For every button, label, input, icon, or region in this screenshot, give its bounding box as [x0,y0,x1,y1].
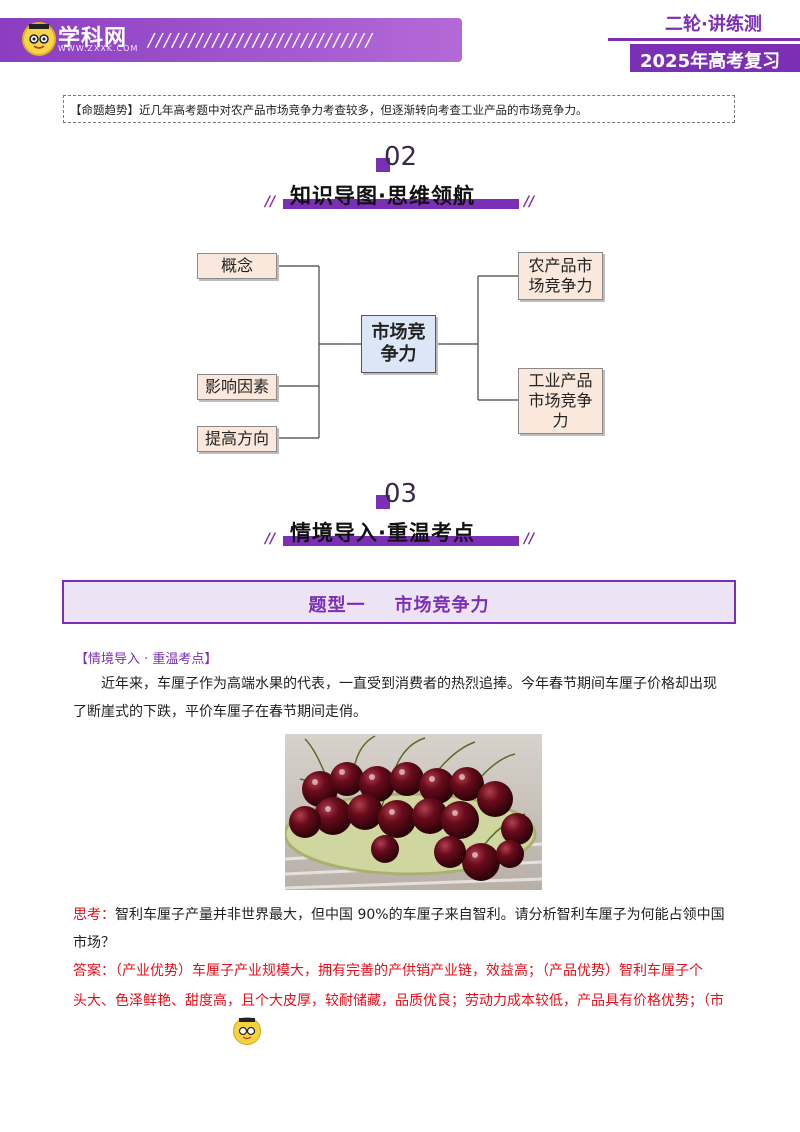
think-line-1: 思考：智利车厘子产量并非世界最大，但中国 90%的车厘子来自智利。请分析智利车厘… [73,901,725,929]
mindmap-center-line-2: 争力 [380,344,417,365]
mindmap-ind-line-3: 力 [552,411,569,430]
mindmap-agri-line-1: 农产品市 [528,256,593,275]
section-3-number: 03 [384,479,418,509]
question-type-banner [62,580,736,624]
mindmap-node-factors: 影响因素 [197,374,277,400]
mindmap-center-node: 市场竞 争力 [361,315,436,373]
scenario-line-1: 近年来，车厘子作为高端水果的代表，一直受到消费者的热烈追捧。今年春节期间车厘子价… [101,676,717,692]
section-3-title: 情境导入·重温考点 [290,521,475,545]
mindmap-center-line-1: 市场竞 [371,321,426,343]
mindmap-agri-line-2: 场竞争力 [528,276,593,295]
section-3-underline [283,536,519,546]
think-question: 智利车厘子产量并非世界最大，但中国 90%的车厘子来自智利。请分析智利车厘子为何… [115,907,725,923]
section-2-slash-left: // [265,194,276,210]
mindmap-node-concept: 概念 [197,253,277,279]
section-2-slash-right: // [524,194,535,210]
mindmap-ind-line-2: 市场竞争 [528,391,593,410]
logo-subtext: WWW.ZXXK.COM [58,44,139,53]
answer-line-1: 答案：（产业优势）车厘子产业规模大，拥有完善的产供销产业链，效益高；（产品优势）… [73,957,703,985]
section-2-title: 知识导图·思维领航 [290,184,475,208]
header-slashes: //////////////////////////// [148,30,374,51]
series-title: 二轮·讲练测 [665,14,762,35]
logo-mascot-icon [22,22,56,56]
mindmap-node-industrial: 工业产品 市场竞争 力 [518,368,603,434]
section-2-underline [283,199,519,209]
think-label: 思考： [73,907,115,923]
scenario-line-2: 了断崖式的下跌，平价车厘子在春节期间走俏。 [73,704,367,720]
section-2-marker [376,158,390,172]
mindmap-node-directions: 提高方向 [197,426,277,452]
mindmap-node-agricultural: 农产品市 场竞争力 [518,252,603,300]
section-3-slash-right: // [524,531,535,547]
trend-text: 【命题趋势】近几年高考题中对农产品市场竞争力考查较多，但逐渐转向考查工业产品的市… [70,102,588,118]
think-line-2: 市场？ [73,935,115,951]
logo-text: 学科网 [58,26,128,51]
mindmap-connectors [277,265,518,439]
cherries-image [285,734,542,890]
trend-label: 【命题趋势】 [70,103,139,117]
trend-box [63,95,735,123]
section-3-slash-left: // [265,531,276,547]
year-title: 2025年高考复习 [640,51,781,72]
section-3-marker [376,495,390,509]
footer-mascot-icon [233,1017,261,1045]
answer-text-1: （产业优势）车厘子产业规模大，拥有完善的产供销产业链，效益高；（产品优势）智利车… [115,963,703,979]
scenario-label: 【情境导入 · 重温考点】 [75,652,218,667]
question-type-title: 题型一 市场竞争力 [308,595,490,616]
section-2-number: 02 [384,142,418,172]
trend-content: 近几年高考题中对农产品市场竞争力考查较多，但逐渐转向考查工业产品的市场竞争力。 [139,103,588,117]
year-banner [630,44,800,72]
answer-label: 答案： [73,963,115,979]
mindmap-ind-line-1: 工业产品 [528,371,593,390]
header-divider [608,38,800,41]
answer-line-2: 头大、色泽鲜艳、甜度高，且个大皮厚，较耐储藏，品质优良；劳动力成本较低，产品具有… [73,993,724,1009]
header-banner [0,18,462,62]
